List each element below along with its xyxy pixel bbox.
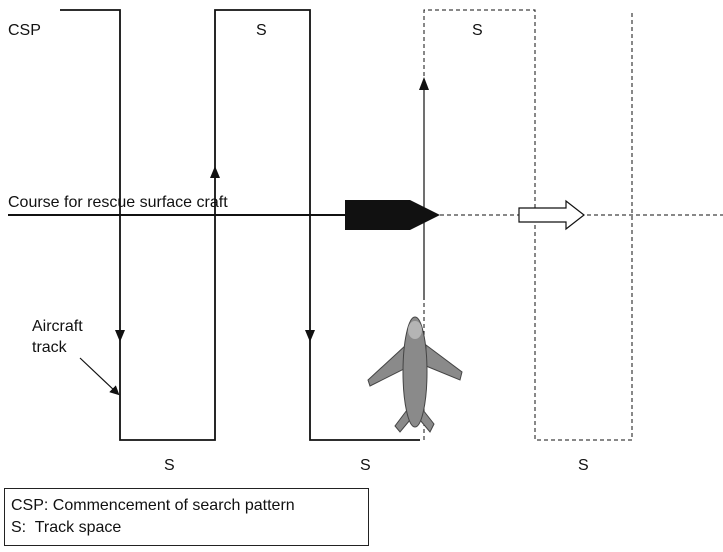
aircraft-track-label-2: track [32,339,68,356]
future-course-arrow-icon [518,199,585,231]
aircraft-track-label-1: Aircraft [32,318,83,335]
track-space-label-bottom-1: S [164,457,175,474]
track-arrow-down-2 [305,330,315,342]
aircraft-track-pointer [79,357,120,396]
rescue-vessel-icon [345,200,440,230]
track-space-label-top-2: S [472,22,483,39]
track-space-label-top-1: S [256,22,267,39]
csp-label: CSP [8,22,41,39]
course-label: Course for rescue surface craft [8,194,228,211]
aircraft-track-path [60,9,420,441]
track-arrow-down-1 [115,330,125,342]
track-arrow-up-1 [210,166,220,178]
legend: CSP: Commencement of search pattern S: T… [4,488,369,546]
future-track-path [423,9,633,441]
aircraft-icon [367,316,463,433]
legend-track-space: S: Track space [11,519,122,536]
track-space-label-bottom-3: S [578,457,589,474]
legend-csp: CSP: Commencement of search pattern [11,497,295,514]
track-space-label-bottom-2: S [360,457,371,474]
track-arrow-up-2 [419,77,429,90]
